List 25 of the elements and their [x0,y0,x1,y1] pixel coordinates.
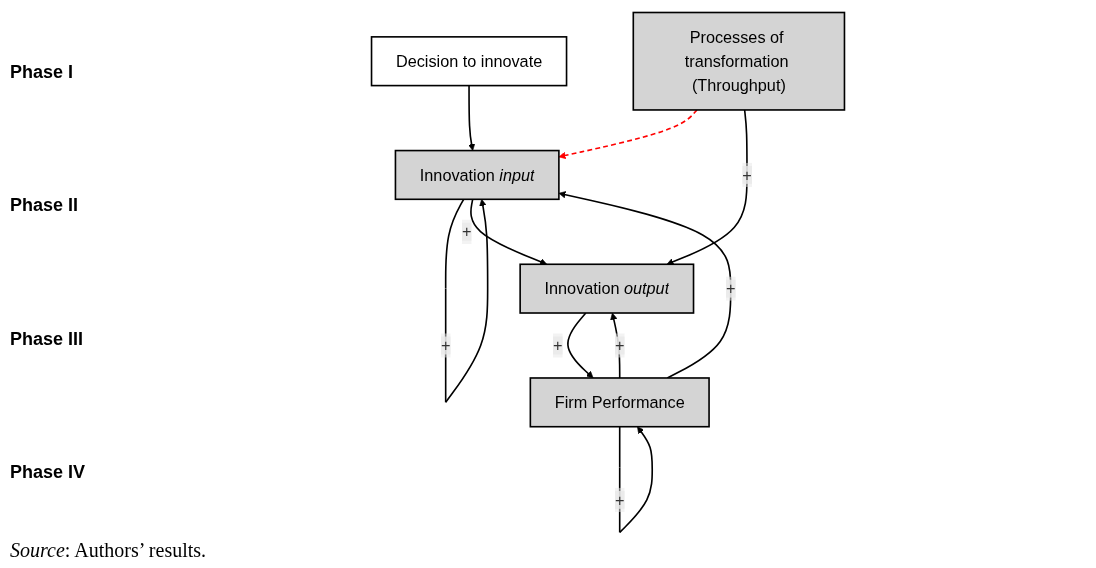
edge-label: + [440,336,451,355]
edge-label: + [553,336,563,355]
node-box: Processes of transformation (Throughput) [632,11,846,111]
phase-label: Phase III [10,328,84,350]
arrow [558,109,698,159]
arrow [666,109,748,266]
arrow [444,198,489,404]
edge-label: + [742,166,752,184]
edge-label: + [461,222,472,241]
phase-label: Phase I [10,62,74,84]
arrow [468,84,476,151]
caption: Source: Authors’ results. [10,539,207,561]
phase-label: Phase IV [10,461,86,483]
arrow [610,312,621,379]
edge-label: + [614,490,625,509]
arrow [558,191,732,379]
node-box: Decision to innovate [370,36,568,87]
edge-label: + [614,336,625,355]
phase-label: Phase II [10,195,79,217]
node-box: Firm Performance [529,377,710,428]
node-box: Innovation output [519,263,695,314]
arrow [470,198,548,266]
node-box: Innovation input [394,149,560,201]
arrow [567,312,594,379]
edge-label: + [726,279,736,298]
